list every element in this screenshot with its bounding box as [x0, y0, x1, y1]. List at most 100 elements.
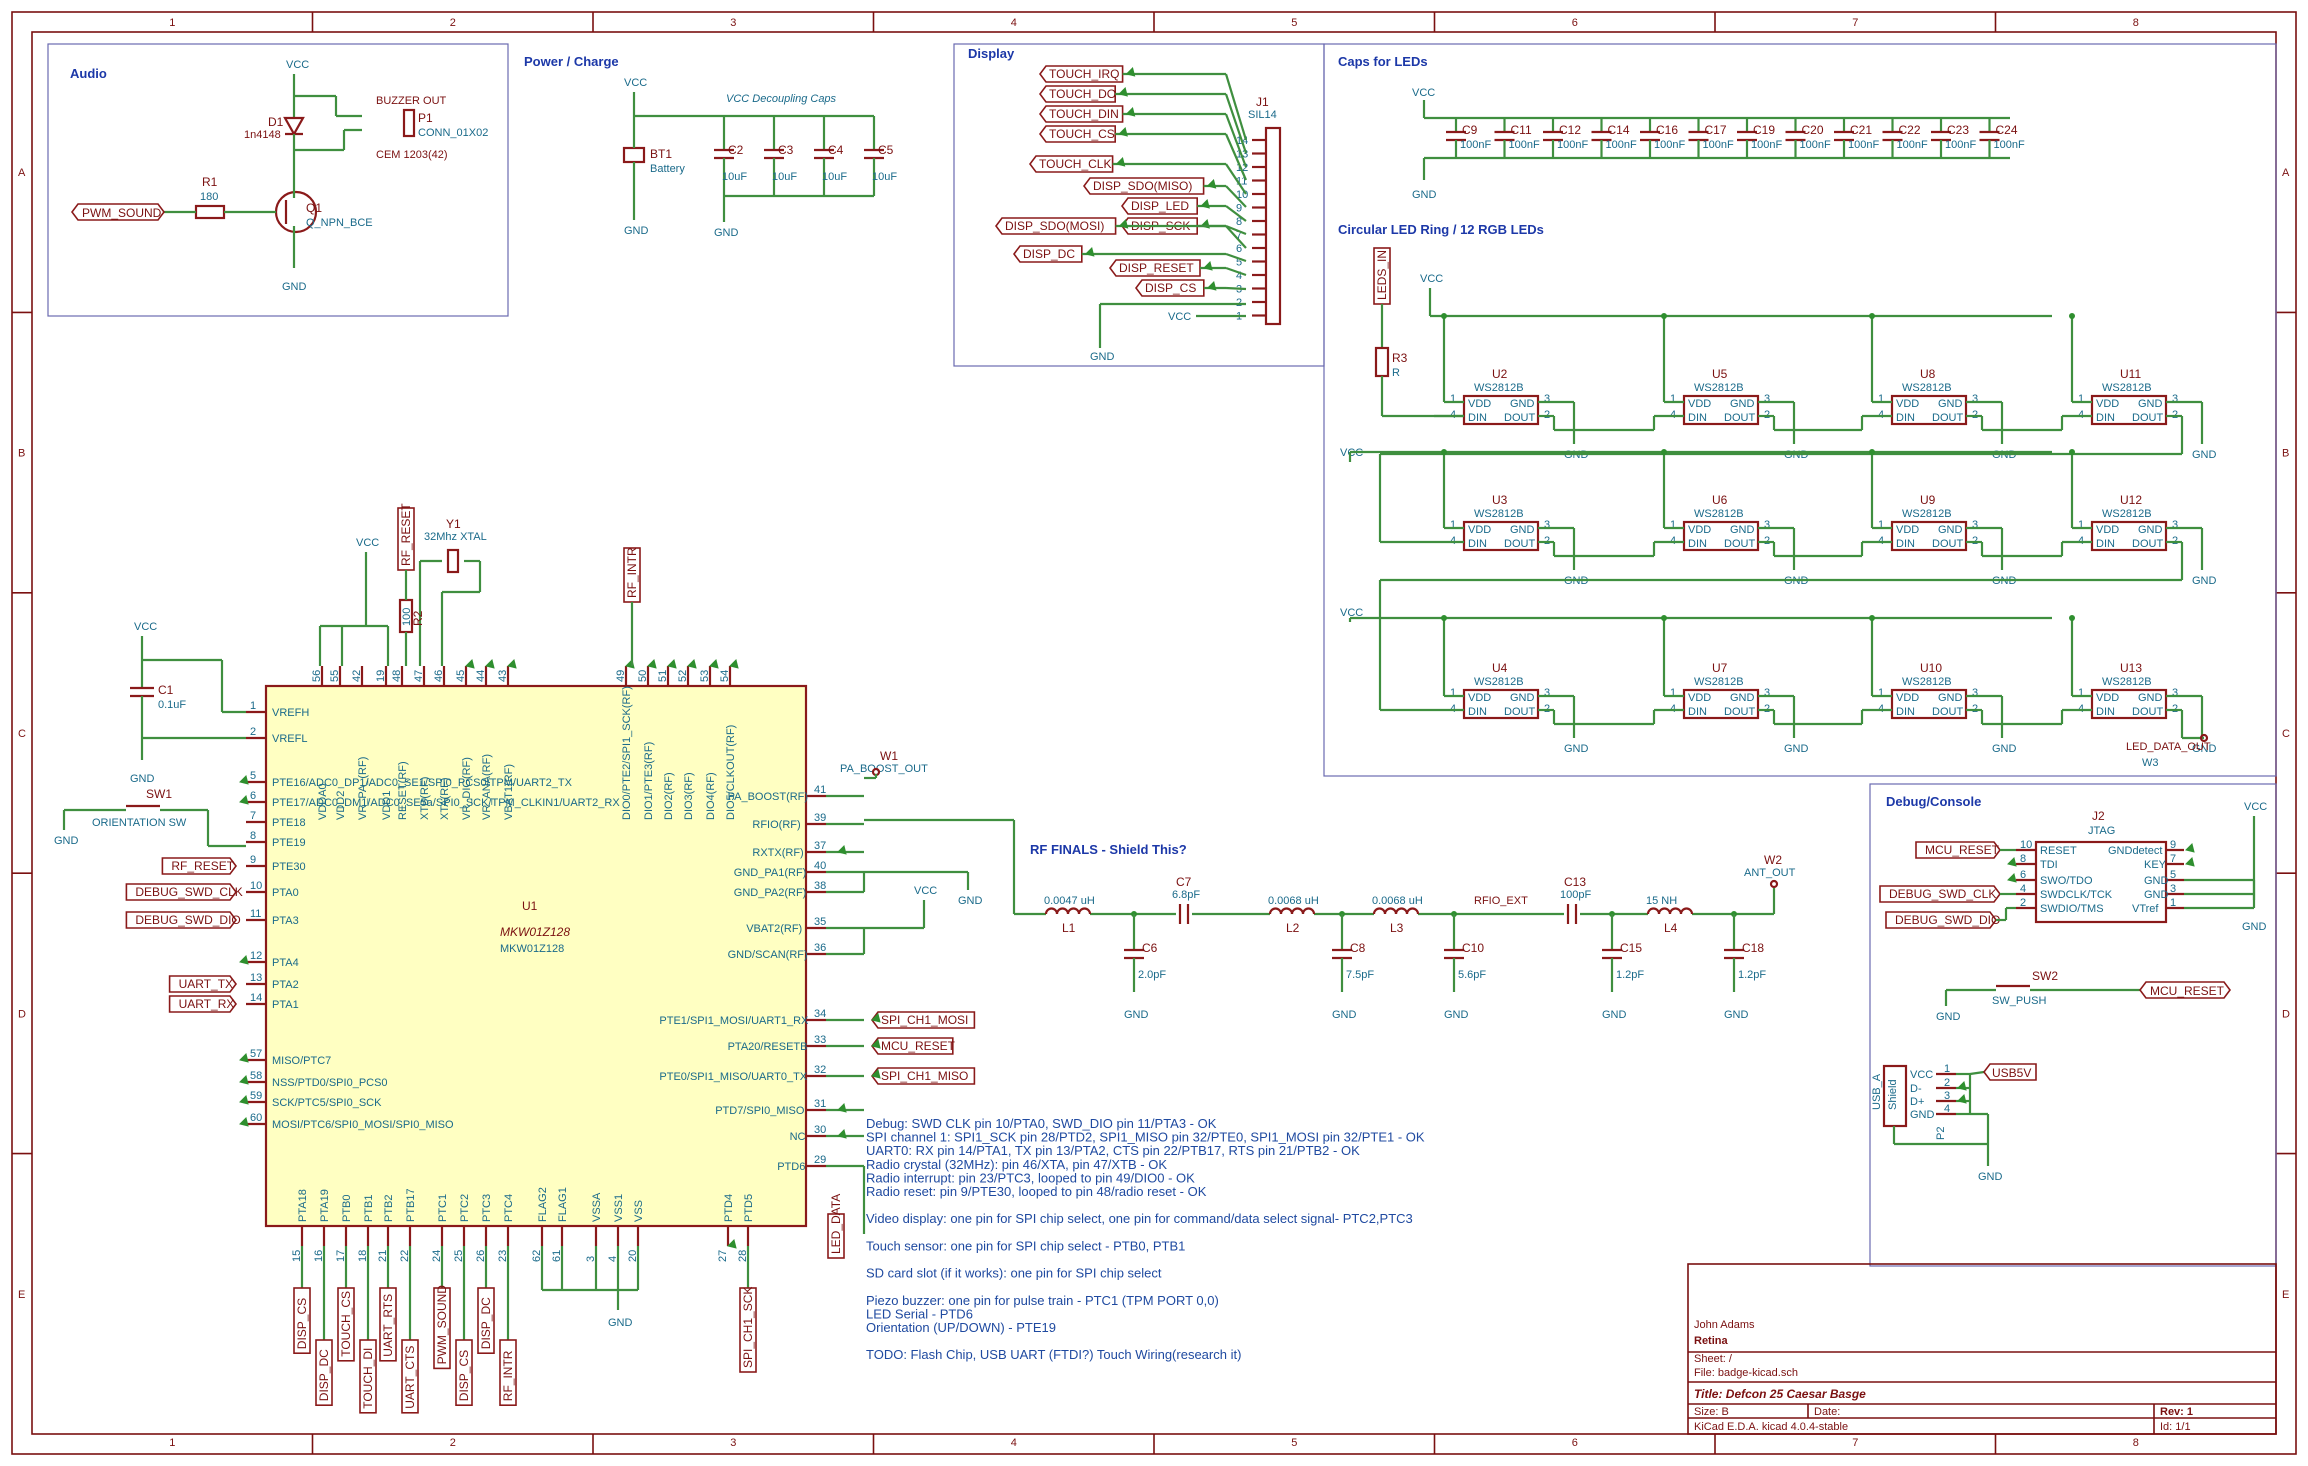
- led-chip-U7: WS2812B: [1694, 676, 1744, 688]
- u1-right-num-29: 29: [814, 1154, 826, 1166]
- u1-right-num-37: 37: [814, 840, 826, 852]
- u1-bot-net-17-text: TOUCH_CS: [339, 1291, 353, 1357]
- jtag-net-0: [1915, 841, 2001, 859]
- u1-left-net-11: [125, 911, 237, 929]
- rf-ref-8: C15: [1620, 941, 1642, 955]
- led-U12: [2090, 520, 2168, 552]
- size: Size: B: [1694, 1406, 1729, 1418]
- u1-top-num-52: 52: [677, 670, 689, 682]
- disp-label-5: [1083, 177, 1205, 195]
- u1-right-name-40: GND_PA1(RF): [734, 867, 807, 879]
- note-line-14: LED Serial - PTD6: [866, 1306, 973, 1321]
- led-gnd-U7: GND: [1730, 692, 1755, 704]
- power-gnd: GND: [624, 225, 649, 237]
- p1-connector: [402, 108, 416, 138]
- u1-left-name-58: NSS/PTD0/SPI0_PCS0: [272, 1077, 388, 1089]
- led-cap-val-0: 100nF: [1460, 139, 1491, 151]
- u1-left-name-7: PTE18: [272, 817, 306, 829]
- u1-left-net-13: [168, 975, 237, 993]
- frame-col-3: 3: [730, 17, 736, 29]
- r1-ref: R1: [202, 175, 218, 189]
- u1-bot-name-25: PTC2: [459, 1194, 471, 1222]
- power-title: Power / Charge: [524, 54, 619, 69]
- u1-bot-net-24-text: PWM_SOUND: [435, 1285, 449, 1365]
- title-block: John Adams Retina Sheet: / File: badge-k…: [1687, 1263, 2277, 1435]
- led-p3-U4: 3: [1544, 687, 1550, 699]
- u1-bot-net-24: [433, 1287, 451, 1370]
- frame-col-bottom-3: 3: [730, 1437, 736, 1449]
- led-chip-U13: WS2812B: [2102, 676, 2152, 688]
- bt1-battery: [622, 146, 646, 164]
- frame-col-8: 8: [2133, 17, 2139, 29]
- led-dout-U2: DOUT: [1504, 412, 1535, 424]
- led-p1-U8: 1: [1878, 393, 1884, 405]
- u1-bot-name-61: FLAG1: [557, 1187, 569, 1222]
- led-vdd-U13: VDD: [2096, 692, 2119, 704]
- j2-rnum-3: 3: [2170, 883, 2176, 895]
- led-din-U13: DIN: [2096, 706, 2115, 718]
- led-cap-ref-2: C12: [1559, 123, 1581, 137]
- u1-left-num-13: 13: [250, 972, 262, 984]
- led-gnd-U2: GND: [1510, 398, 1535, 410]
- u1-left-num-60: 60: [250, 1112, 262, 1124]
- led-ref-U5: U5: [1712, 367, 1728, 381]
- rf-gnd-4: GND: [1332, 1009, 1357, 1021]
- audio-gnd: GND: [282, 281, 307, 293]
- u1-bot-name-23: PTC4: [503, 1194, 515, 1222]
- bt1-ref: BT1: [650, 147, 672, 161]
- led-gndsym-U13: GND: [2192, 743, 2217, 755]
- j2-jtag: [2034, 840, 2168, 924]
- c1-gnd: GND: [130, 773, 155, 785]
- note-line-4: Radio interrupt: pin 23/PTC3, looped to …: [866, 1170, 1195, 1185]
- led-chip-U2: WS2812B: [1474, 382, 1524, 394]
- u1-top-num-50: 50: [637, 670, 649, 682]
- p2-ref: P2: [1935, 1127, 1947, 1140]
- led-gnd-U12: GND: [2138, 524, 2163, 536]
- led-dout-U4: DOUT: [1504, 706, 1535, 718]
- rf-gnd-10: GND: [1724, 1009, 1749, 1021]
- power-cap-val-0: 10uF: [722, 171, 747, 183]
- u1-top-num-46: 46: [433, 670, 445, 682]
- u1-bot-name-4: VSS1: [613, 1194, 625, 1222]
- disp-label-6: [1121, 197, 1198, 215]
- j2-lname-8: TDI: [2040, 859, 2058, 871]
- u1-bot-net-15-text: DISP_CS: [295, 1298, 309, 1349]
- sw2-value: SW_PUSH: [1992, 995, 2046, 1007]
- y1-ref: Y1: [446, 517, 461, 531]
- j1-pin-8: 8: [1236, 216, 1242, 228]
- display-gnd: GND: [1090, 351, 1115, 363]
- j2-rnum-9: 9: [2170, 839, 2176, 851]
- disp-label-5-text: DISP_SDO(MISO): [1093, 179, 1192, 193]
- u1-right-num-34: 34: [814, 1008, 826, 1020]
- frame-col-bottom-7: 7: [1852, 1437, 1858, 1449]
- j1-pin-5: 5: [1236, 257, 1242, 269]
- u1-top-num-19: 19: [375, 670, 387, 682]
- led-p1-U4: 1: [1450, 687, 1456, 699]
- frame-col-bottom-1: 1: [169, 1437, 175, 1449]
- j2-rnum-7: 7: [2170, 853, 2176, 865]
- power-cap-ref-2: C4: [828, 143, 844, 157]
- led-ref-U8: U8: [1920, 367, 1936, 381]
- u1-top-name-52: DIO3(RF): [683, 772, 695, 820]
- u1-left-name-12: PTA4: [272, 957, 299, 969]
- j1-value: SIL14: [1248, 109, 1277, 121]
- company: Retina: [1694, 1335, 1729, 1347]
- u1-bot-net-26-text: DISP_DC: [479, 1297, 493, 1349]
- u1-left-num-1: 1: [250, 700, 256, 712]
- disp-label-1: [1039, 85, 1116, 103]
- pwm-sound-label: [71, 203, 165, 221]
- led-data-out-label: LED_DATA_OUT: [2126, 741, 2211, 753]
- u1-top-name-54: DIO5/CLKOUT(RF): [725, 725, 737, 820]
- led-ref-U3: U3: [1492, 493, 1508, 507]
- u1-bot-net-22: [401, 1339, 419, 1414]
- led-cap-val-7: 100nF: [1800, 139, 1831, 151]
- rf-val-5: 0.0068 uH: [1372, 895, 1423, 907]
- u1-bot-num-25: 25: [453, 1250, 465, 1262]
- led-gnd-U8: GND: [1938, 398, 1963, 410]
- led-chip-U9: WS2812B: [1902, 508, 1952, 520]
- u1-bot-num-26: 26: [475, 1250, 487, 1262]
